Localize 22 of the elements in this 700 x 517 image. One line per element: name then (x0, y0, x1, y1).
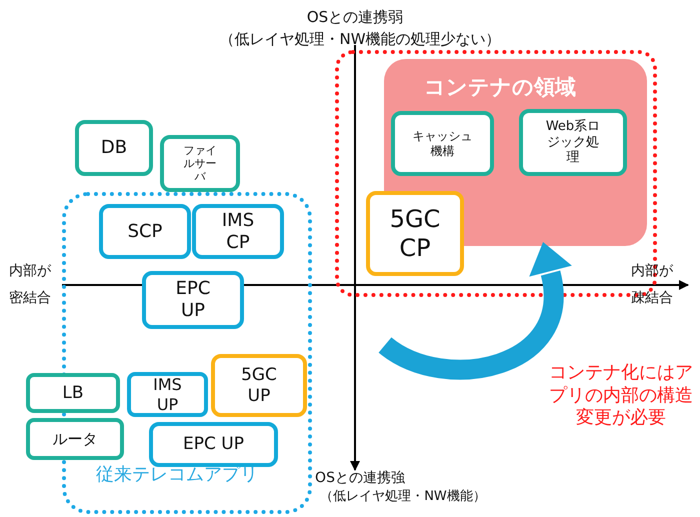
component-box: Web系ロジック処理 (519, 109, 627, 176)
note-text: コンテナ化にはアプリの内部の構造変更が必要 (548, 362, 694, 430)
component-box: IMS UP (127, 372, 208, 417)
axis-label: （低レイヤ処理・NW機能） (319, 489, 487, 506)
axis-label: OSとの連携強 (314, 470, 406, 488)
axis-label: OSとの連携弱 (306, 8, 404, 27)
component-box: EPC UP (142, 271, 244, 329)
axis-label: 内部が疎結合 (630, 262, 674, 308)
component-box: キャッシュ機構 (391, 111, 494, 176)
component-box: EPC UP (149, 422, 278, 467)
component-box: SCP (99, 204, 191, 259)
axis-label: （低レイヤ処理・NW機能の処理少ない） (218, 30, 502, 49)
component-box: ルータ (26, 418, 124, 460)
component-box: 5GC CP (366, 191, 464, 276)
component-box: ファイルサーバ (160, 135, 240, 192)
curved-arrow (379, 242, 572, 380)
component-box: DB (75, 120, 153, 176)
axis-label: 内部が密結合 (8, 262, 52, 308)
component-box: LB (26, 373, 120, 413)
region-title: コンテナの領域 (424, 75, 576, 100)
component-box: 5GC UP (211, 354, 307, 417)
component-box: IMS CP (192, 204, 284, 259)
